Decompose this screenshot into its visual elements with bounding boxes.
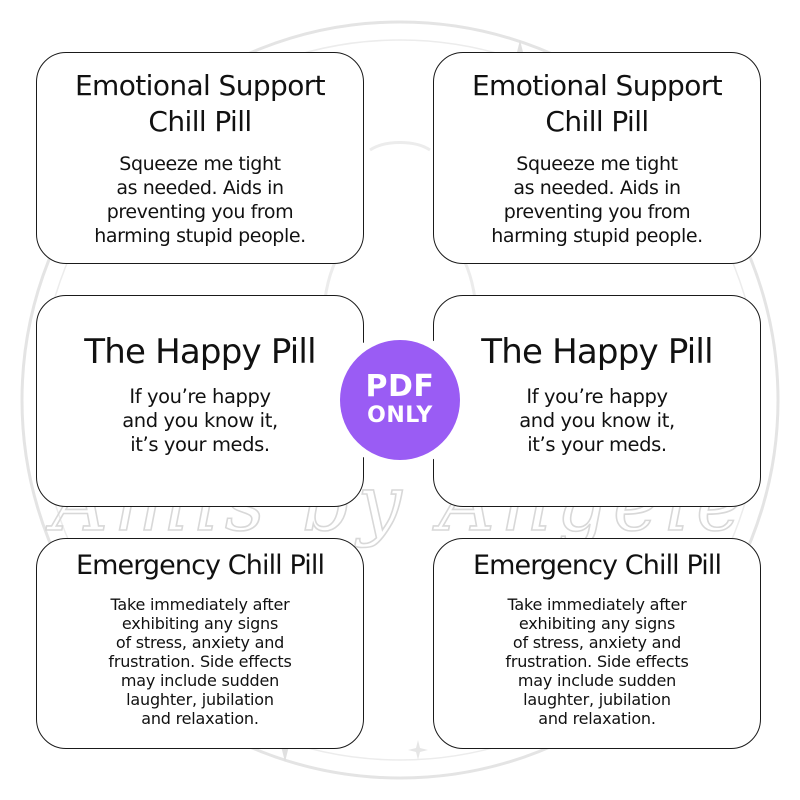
card-happy-pill-left: The Happy Pill If you’re happy and you k… bbox=[36, 295, 364, 507]
card-emergency-left: Emergency Chill Pill Take immediately af… bbox=[36, 538, 364, 749]
badge-text-only: ONLY bbox=[367, 403, 433, 428]
card-body: Take immediately after exhibiting any si… bbox=[108, 595, 292, 728]
card-body: If you’re happy and you know it, it’s yo… bbox=[519, 385, 675, 456]
pdf-only-badge-circle: PDF ONLY bbox=[340, 340, 460, 460]
card-happy-pill-right: The Happy Pill If you’re happy and you k… bbox=[433, 295, 761, 507]
card-title: Emotional Support Chill Pill bbox=[471, 69, 723, 138]
card-title: The Happy Pill bbox=[481, 332, 713, 372]
sparkle-icon bbox=[408, 740, 428, 760]
pdf-only-badge: PDF ONLY bbox=[332, 332, 468, 468]
watermark-ring-outer bbox=[20, 20, 780, 780]
badge-text-pdf: PDF bbox=[365, 369, 435, 404]
card-title: Emotional Support Chill Pill bbox=[74, 69, 326, 138]
card-emergency-right: Emergency Chill Pill Take immediately af… bbox=[433, 538, 761, 749]
card-title: The Happy Pill bbox=[84, 332, 316, 372]
card-body: If you’re happy and you know it, it’s yo… bbox=[122, 385, 278, 456]
card-body: Squeeze me tight as needed. Aids in prev… bbox=[94, 153, 306, 247]
card-emotional-support-right: Emotional Support Chill Pill Squeeze me … bbox=[433, 52, 761, 264]
card-title: Emergency Chill Pill bbox=[472, 550, 722, 581]
card-body: Squeeze me tight as needed. Aids in prev… bbox=[491, 153, 703, 247]
card-title: Emergency Chill Pill bbox=[75, 550, 325, 581]
card-body: Take immediately after exhibiting any si… bbox=[505, 595, 689, 728]
card-emotional-support-left: Emotional Support Chill Pill Squeeze me … bbox=[36, 52, 364, 264]
